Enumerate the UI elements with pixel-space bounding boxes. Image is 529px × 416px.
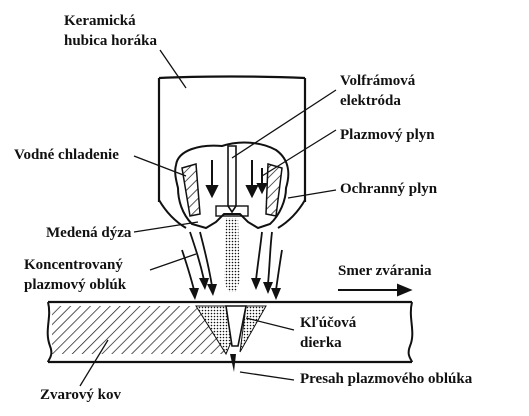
shield-gas-arrows-left: [181, 231, 213, 291]
workpiece-left-edge: [46, 301, 53, 363]
shield-skirt-right: [277, 199, 306, 229]
keyhole: [225, 305, 247, 347]
weld-metal-hatch: [52, 306, 228, 354]
label-nozzle-cup-2: hubica horáka: [64, 33, 157, 49]
label-keyhole-2: dierka: [300, 335, 342, 351]
label-arc-2: plazmový oblúk: [24, 277, 127, 293]
shield-gas-arrows-right: [255, 231, 283, 291]
workpiece-right-edge: [407, 301, 414, 363]
label-weld-metal: Zvarový kov: [40, 387, 121, 403]
label-arc-1: Koncentrovaný: [24, 257, 123, 273]
direction-arrow: [338, 283, 413, 297]
label-water-cooling: Vodné chladenie: [14, 147, 119, 163]
cooling-left: [181, 163, 201, 217]
label-arc-overshoot: Presah plazmového oblúka: [300, 371, 473, 387]
shield-gas-arrows-right-heads: [251, 278, 281, 300]
label-electrode-2: elektróda: [340, 93, 401, 109]
label-direction: Smer zvárania: [338, 263, 432, 279]
shield-skirt-left: [158, 199, 187, 229]
ceramic-cup: [157, 75, 307, 202]
leader-lines: [79, 49, 337, 387]
label-plasma-gas: Plazmový plyn: [340, 127, 435, 143]
label-keyhole-1: Kľúčová: [300, 315, 357, 331]
plasma-gas-arrows: [205, 160, 268, 199]
nozzle-orifice: [215, 205, 249, 217]
label-copper-nozzle: Medená dýza: [46, 225, 132, 241]
plasma-arc: [224, 218, 240, 292]
tungsten-electrode: [227, 145, 237, 214]
shield-gas-arrows-left-heads: [189, 278, 217, 300]
label-electrode-1: Volfrámová: [340, 73, 416, 89]
label-shielding-gas: Ochranný plyn: [340, 181, 438, 197]
arc-overshoot: [230, 354, 236, 372]
label-nozzle-cup-1: Keramická: [64, 13, 136, 29]
